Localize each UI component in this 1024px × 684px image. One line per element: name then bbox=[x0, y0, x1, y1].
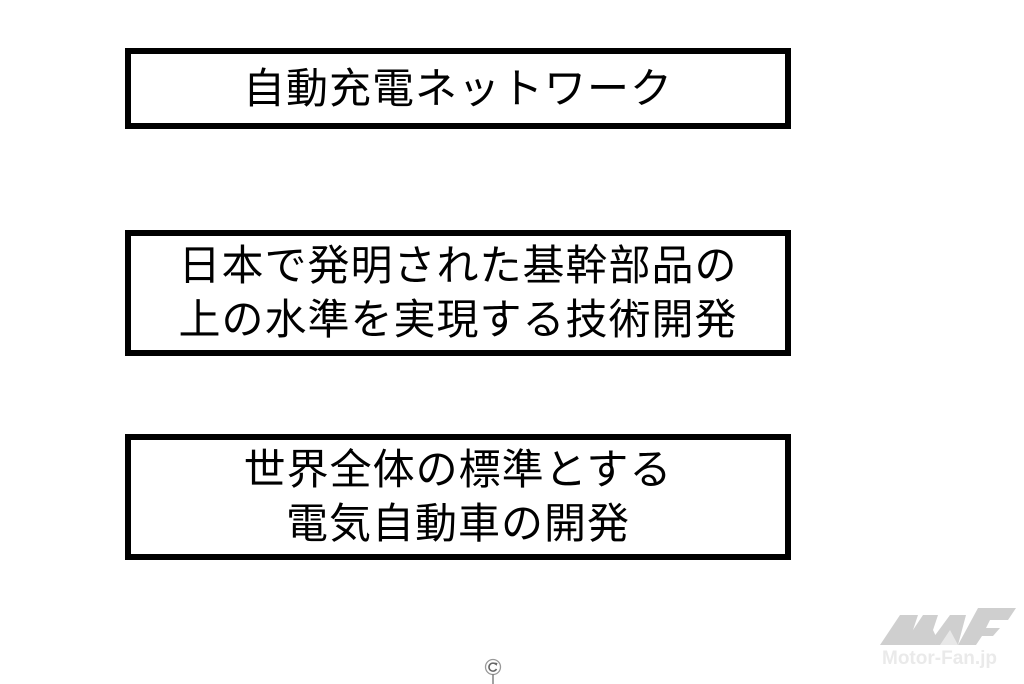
box-line: 日本で発明された基幹部品の bbox=[178, 241, 738, 290]
reload-icon[interactable] bbox=[484, 658, 502, 684]
box-line: 自動充電ネットワーク bbox=[242, 63, 673, 113]
box-line: 上の水準を実現する技術開発 bbox=[178, 295, 738, 344]
box-line: 電気自動車の開発 bbox=[285, 499, 630, 548]
motor-fan-logo-icon bbox=[880, 608, 1016, 645]
text-box-auto-charging-network: 自動充電ネットワーク bbox=[125, 48, 791, 129]
watermark-text: Motor-Fan.jp bbox=[882, 648, 998, 669]
box-line: 世界全体の標準とする bbox=[243, 445, 673, 494]
text-box-ev-development: 世界全体の標準とする 電気自動車の開発 bbox=[125, 434, 791, 560]
text-box-core-parts-development: 日本で発明された基幹部品の 上の水準を実現する技術開発 bbox=[125, 230, 791, 356]
